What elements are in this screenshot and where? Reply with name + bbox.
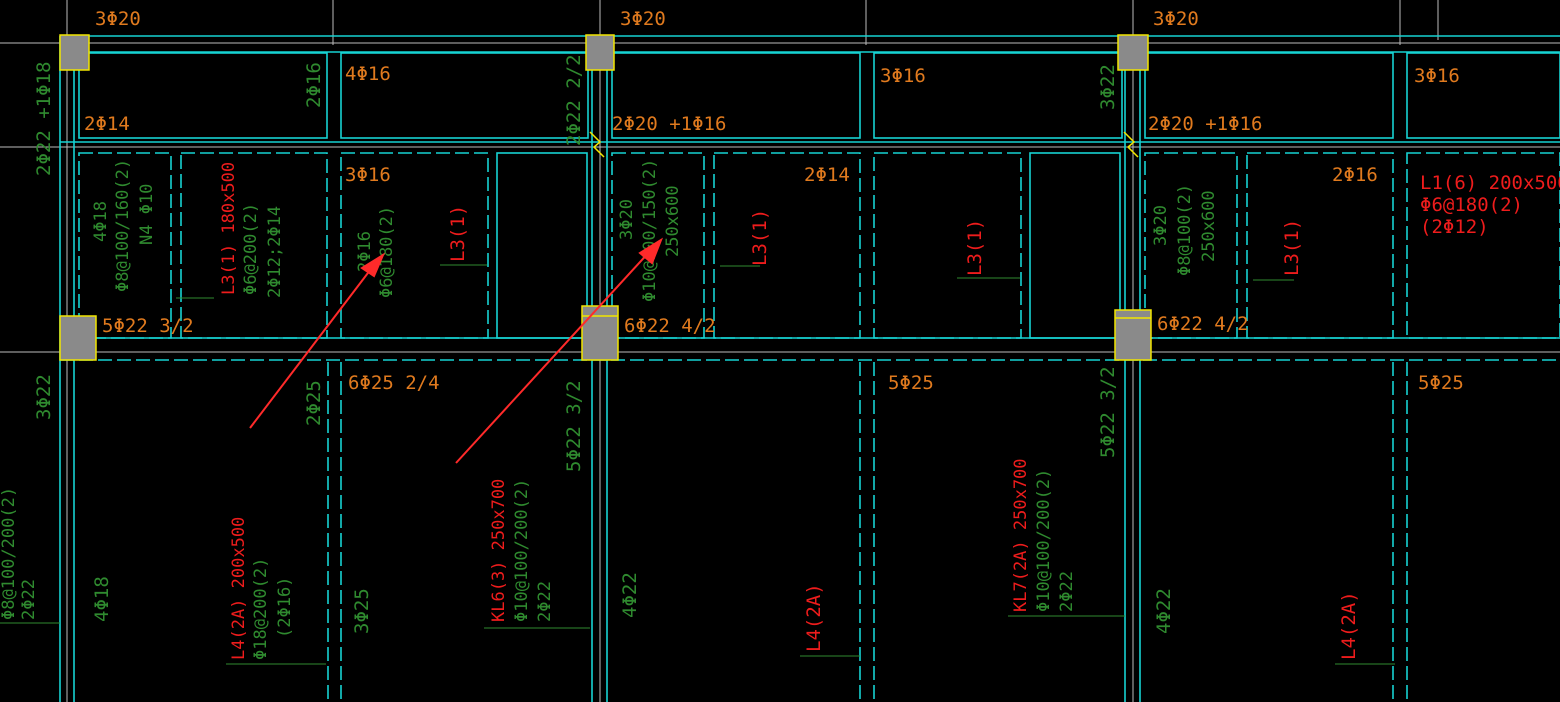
- label-col-c: 6Φ22 4/2: [1157, 313, 1249, 335]
- v-l3b: L3(1): [447, 205, 469, 262]
- label-top-b: 3Φ20: [620, 8, 666, 30]
- v-4-18-l2: Φ8@100/160(2): [113, 159, 133, 292]
- label-col-b: 6Φ22 4/2: [624, 315, 716, 337]
- v-left-low: Φ8@100/200(2): [0, 487, 19, 620]
- beam-outlines: [59, 35, 1560, 702]
- v-4-18-l1: 4Φ18: [91, 201, 111, 242]
- label-l1-line2: Φ6@180(2): [1420, 194, 1523, 216]
- v-kl7-3: 2Φ22: [1057, 571, 1077, 612]
- label-top-a: 3Φ20: [95, 8, 141, 30]
- v-l4a-3: (2Φ16): [275, 577, 295, 638]
- v-l3a-3: 2Φ12;2Φ14: [265, 206, 285, 298]
- v-2-16: 2Φ16: [303, 62, 325, 108]
- label-r3-b: 2Φ14: [804, 164, 850, 186]
- v-3-25: 3Φ25: [351, 588, 373, 634]
- leader-lines: [0, 264, 1395, 665]
- v-kl6-3: 2Φ22: [535, 581, 555, 622]
- vertical-labels: 2Φ22 +1Φ18 3Φ22 Φ8@100/200(2) 2Φ22 2Φ16 …: [0, 54, 1360, 660]
- v-5-22-a: 5Φ22 3/2: [563, 380, 585, 472]
- v-l4b: L4(2A): [803, 583, 825, 652]
- v-3-20b-1: 3Φ20: [1151, 205, 1171, 246]
- v-l3a-1: L3(1) 180x500: [219, 162, 239, 295]
- v-l4a-1: L4(2A) 200x500: [229, 517, 249, 660]
- v-l3e: L3(1): [1281, 219, 1303, 276]
- v-3-20a-2: Φ10@100/150(2): [640, 159, 660, 302]
- v-2-16b-1: 2Φ16: [355, 231, 375, 272]
- column-b1: [585, 34, 615, 71]
- v-3-20a-3: 250x600: [663, 185, 683, 257]
- v-4-22b: 4Φ22: [1153, 588, 1175, 634]
- column-c1: [1117, 34, 1149, 71]
- v-left-mid: 3Φ22: [33, 374, 55, 420]
- v-l3c: L3(1): [749, 209, 771, 266]
- label-l1-line1: L1(6) 200x500: [1420, 172, 1560, 194]
- label-r1-c: 3Φ16: [1414, 65, 1460, 87]
- label-bot-c: 5Φ25: [1418, 372, 1464, 394]
- v-2-22-2-2: 2Φ22 2/2: [563, 54, 585, 146]
- v-3-22: 3Φ22: [1097, 64, 1119, 110]
- column-a2: [59, 315, 97, 361]
- label-r3-c: 2Φ16: [1332, 164, 1378, 186]
- v-l3d: L3(1): [964, 219, 986, 276]
- label-top-c: 3Φ20: [1153, 8, 1199, 30]
- v-kl7-1: KL7(2A) 250x700: [1011, 458, 1031, 612]
- label-bot-b: 5Φ25: [888, 372, 934, 394]
- horizontal-labels: 3Φ20 3Φ20 3Φ20 4Φ16 3Φ16 3Φ16 2Φ14 2Φ20 …: [84, 8, 1560, 394]
- v-left-low2: 2Φ22: [19, 579, 39, 620]
- annotation-arrows: [249, 237, 664, 464]
- v-l3a-2: Φ6@200(2): [241, 203, 261, 295]
- v-4-18b: 4Φ18: [91, 576, 113, 622]
- v-kl7-2: Φ10@100/200(2): [1034, 469, 1054, 612]
- v-4-22a: 4Φ22: [619, 572, 641, 618]
- v-4-18-l3: N4 Φ10: [137, 184, 157, 245]
- label-r1-a: 4Φ16: [345, 63, 391, 85]
- v-l4c: L4(2A): [1338, 591, 1360, 660]
- v-2-25: 2Φ25: [303, 380, 325, 426]
- v-kl6-1: KL6(3) 250x700: [489, 479, 509, 622]
- column-b2: [581, 305, 619, 361]
- label-r3-a: 3Φ16: [345, 164, 391, 186]
- label-r2-c: 2Φ20 +1Φ16: [1148, 113, 1262, 135]
- v-3-20b-2: Φ8@100(2): [1175, 184, 1195, 276]
- label-bot-a: 6Φ25 2/4: [348, 372, 440, 394]
- v-3-20a-1: 3Φ20: [617, 199, 637, 240]
- v-left-top: 2Φ22 +1Φ18: [33, 62, 55, 176]
- arrow-head-1: [360, 252, 386, 278]
- v-5-22-b: 5Φ22 3/2: [1097, 366, 1119, 458]
- break-symbols: [589, 131, 1139, 158]
- column-a1: [59, 34, 90, 71]
- v-3-20b-3: 250x600: [1199, 190, 1219, 262]
- columns: [59, 34, 1152, 361]
- label-r2-a: 2Φ14: [84, 113, 130, 135]
- label-l1-line3: (2Φ12): [1420, 216, 1489, 238]
- label-col-a: 5Φ22 3/2: [102, 315, 194, 337]
- v-kl6-2: Φ10@100/200(2): [512, 479, 532, 622]
- label-r2-b: 2Φ20 +1Φ16: [612, 113, 726, 135]
- v-l4a-2: Φ18@200(2): [251, 558, 271, 660]
- arrow-head-2: [638, 237, 664, 265]
- label-r1-b: 3Φ16: [880, 65, 926, 87]
- v-2-16b-2: Φ6@180(2): [377, 206, 397, 298]
